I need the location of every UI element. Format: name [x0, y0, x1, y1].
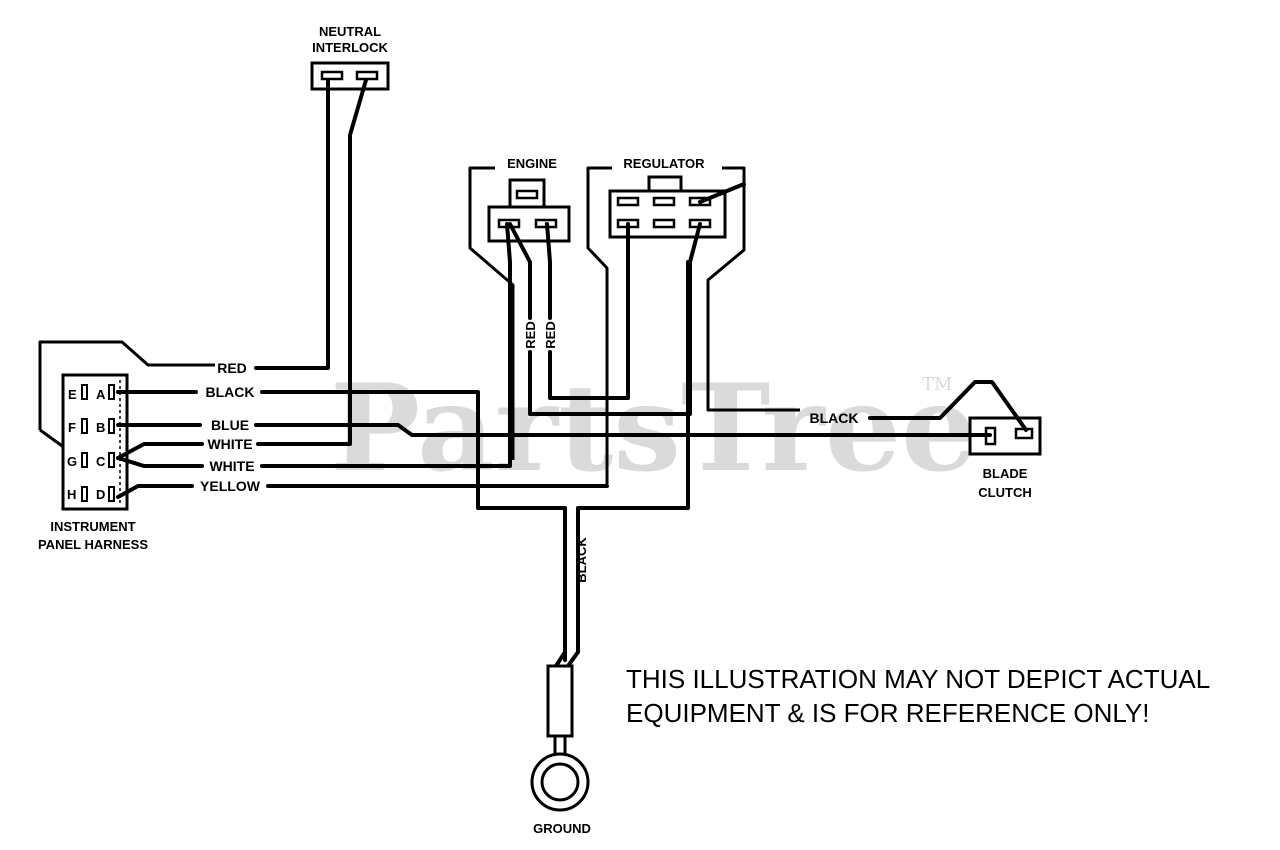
- trademark: TM: [922, 374, 952, 395]
- neutral-interlock-label-1: NEUTRAL: [319, 24, 381, 39]
- wire-label-red-engine-1: RED: [523, 321, 538, 348]
- wire-blue: [116, 423, 992, 437]
- wire-label-red-engine-2: RED: [543, 321, 558, 348]
- wire-label-white-1: WHITE: [207, 436, 252, 452]
- wire-red-top: [254, 78, 330, 370]
- pin-G: G: [67, 454, 77, 469]
- wire-white-2: [116, 222, 512, 468]
- regulator-label: REGULATOR: [623, 156, 705, 171]
- wire-label-white-2: WHITE: [209, 458, 254, 474]
- watermark: PartsTree: [330, 358, 977, 499]
- regulator-boot-right: [706, 166, 800, 412]
- wire-white-1: [116, 78, 368, 460]
- engine-connector: ENGINE: [487, 156, 571, 243]
- pin-A: A: [96, 387, 106, 402]
- blade-clutch: BLADE CLUTCH: [968, 416, 1042, 500]
- wire-label-red-top: RED: [217, 360, 247, 376]
- engine-boot: [468, 166, 515, 460]
- wire-red-engine-2: [545, 222, 630, 400]
- wire-label-black-clutch: BLACK: [810, 410, 859, 426]
- disclaimer-line-2: EQUIPMENT & IS FOR REFERENCE ONLY!: [626, 698, 1149, 728]
- blade-clutch-label-2: CLUTCH: [978, 485, 1031, 500]
- pin-B: B: [96, 420, 105, 435]
- pin-D: D: [96, 487, 105, 502]
- wire-label-black-ground: BLACK: [574, 537, 589, 583]
- wire-label-blue: BLUE: [211, 417, 249, 433]
- wire-label-black-a: BLACK: [206, 384, 255, 400]
- engine-label: ENGINE: [507, 156, 557, 171]
- wire-label-yellow: YELLOW: [200, 478, 261, 494]
- pin-H: H: [67, 487, 76, 502]
- neutral-interlock-label-2: INTERLOCK: [312, 40, 388, 55]
- blade-clutch-label-1: BLADE: [983, 466, 1028, 481]
- harness-label-2: PANEL HARNESS: [38, 537, 148, 552]
- pin-F: F: [68, 420, 76, 435]
- instrument-panel-harness: E F G H A B C D INSTRUMENT PANEL HARNESS: [38, 340, 215, 552]
- disclaimer-line-1: THIS ILLUSTRATION MAY NOT DEPICT ACTUAL: [626, 664, 1210, 694]
- wire-black-clutch: [868, 380, 1028, 432]
- wire-black-a: [116, 390, 567, 662]
- ground-label: GROUND: [533, 821, 591, 836]
- wire-yellow: [116, 484, 609, 499]
- wire-regulator-ground: [576, 182, 746, 654]
- neutral-interlock: NEUTRAL INTERLOCK: [310, 24, 390, 91]
- ground-terminal: GROUND: [530, 650, 591, 836]
- pin-E: E: [68, 387, 77, 402]
- pin-C: C: [96, 454, 106, 469]
- harness-label-1: INSTRUMENT: [50, 519, 135, 534]
- regulator-boot: [586, 166, 612, 484]
